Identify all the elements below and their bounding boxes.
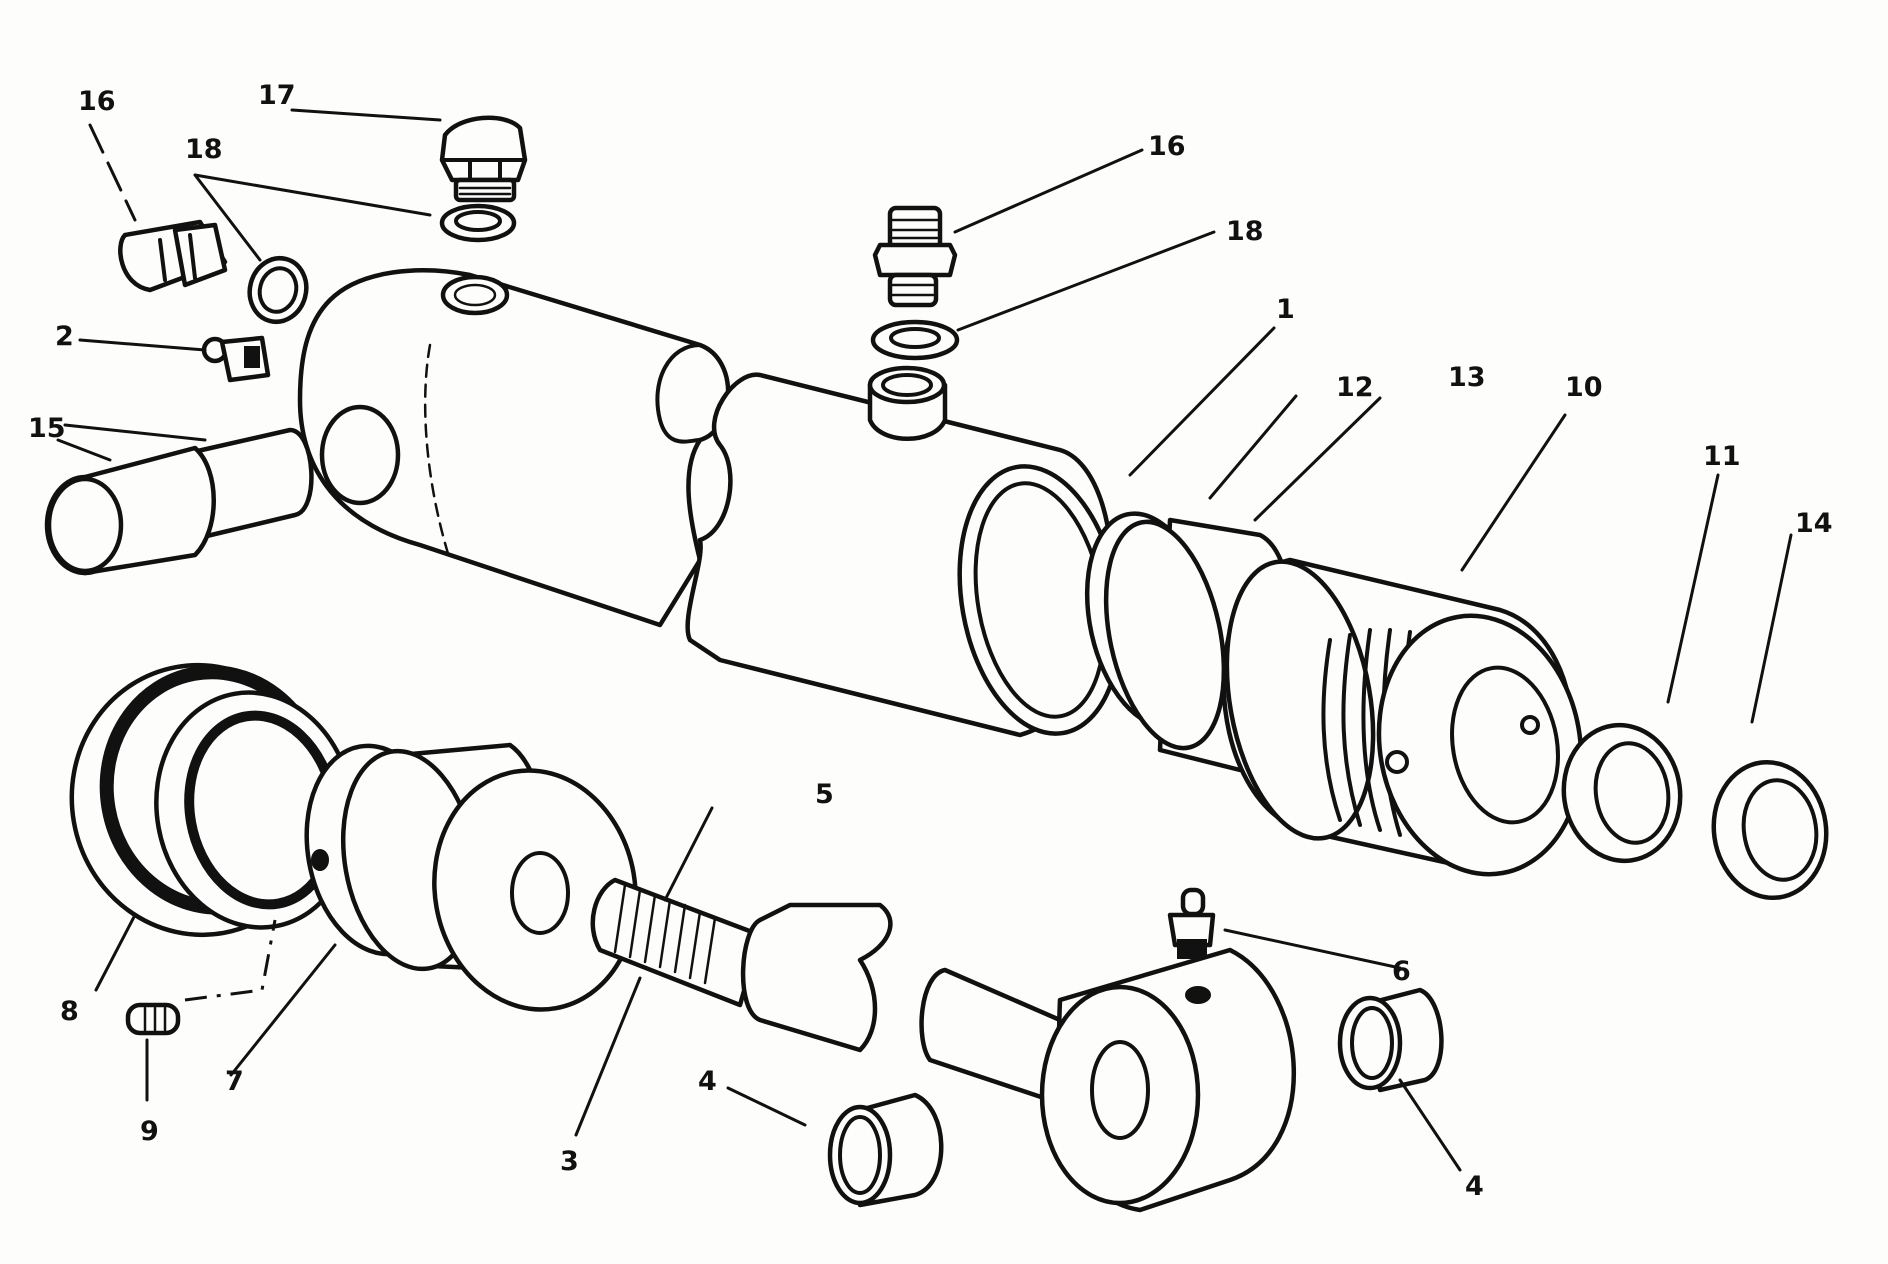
port-adapter-top — [872, 205, 958, 308]
callout-7: 7 — [225, 1066, 244, 1097]
callout-13: 13 — [1448, 362, 1486, 393]
callout-labels: 16 17 18 2 15 16 18 1 12 13 10 11 14 5 6… — [28, 80, 1833, 1202]
callout-18-top: 18 — [1226, 216, 1264, 247]
callout-18-left: 18 — [185, 134, 223, 165]
rod-seal — [1561, 722, 1683, 864]
sealing-washer-top — [870, 319, 960, 361]
callout-16-top: 16 — [1148, 131, 1186, 162]
callout-8: 8 — [60, 996, 79, 1027]
callout-4-right: 4 — [1465, 1171, 1484, 1202]
callout-5: 5 — [815, 779, 834, 810]
callout-6: 6 — [1392, 956, 1411, 987]
callout-1: 1 — [1276, 294, 1295, 325]
piston-seal-ring — [69, 662, 356, 938]
callout-12: 12 — [1336, 372, 1374, 403]
clevis-pin — [44, 427, 314, 576]
callout-10: 10 — [1565, 372, 1603, 403]
callout-2: 2 — [55, 321, 74, 352]
piston — [304, 742, 638, 1012]
callout-11: 11 — [1703, 441, 1741, 472]
blanking-plug — [439, 115, 528, 203]
callout-17: 17 — [258, 80, 296, 111]
rod-eye — [1039, 947, 1297, 1213]
grease-nipple-barrel — [201, 335, 271, 383]
callout-9: 9 — [140, 1116, 159, 1147]
callout-14: 14 — [1795, 508, 1833, 539]
sealing-washer-plug — [439, 203, 517, 243]
barrel-left-section — [297, 268, 731, 628]
barrel-right-section — [685, 365, 1123, 738]
piston-rod — [590, 877, 1063, 1103]
bush-left — [827, 1092, 944, 1208]
port-adapter-left — [118, 219, 228, 293]
grub-screw — [125, 1002, 181, 1036]
callout-3: 3 — [560, 1146, 579, 1177]
gland-end-cap — [1221, 557, 1584, 877]
callout-4-left: 4 — [698, 1066, 717, 1097]
leader-lines — [56, 108, 1793, 1172]
sealing-washer-left — [247, 256, 309, 324]
callout-15: 15 — [28, 413, 66, 444]
bush-right — [1337, 987, 1444, 1093]
grease-nipple-rod-eye — [1167, 887, 1216, 959]
wiper-seal — [1711, 759, 1829, 901]
callout-16-left: 16 — [78, 86, 116, 117]
